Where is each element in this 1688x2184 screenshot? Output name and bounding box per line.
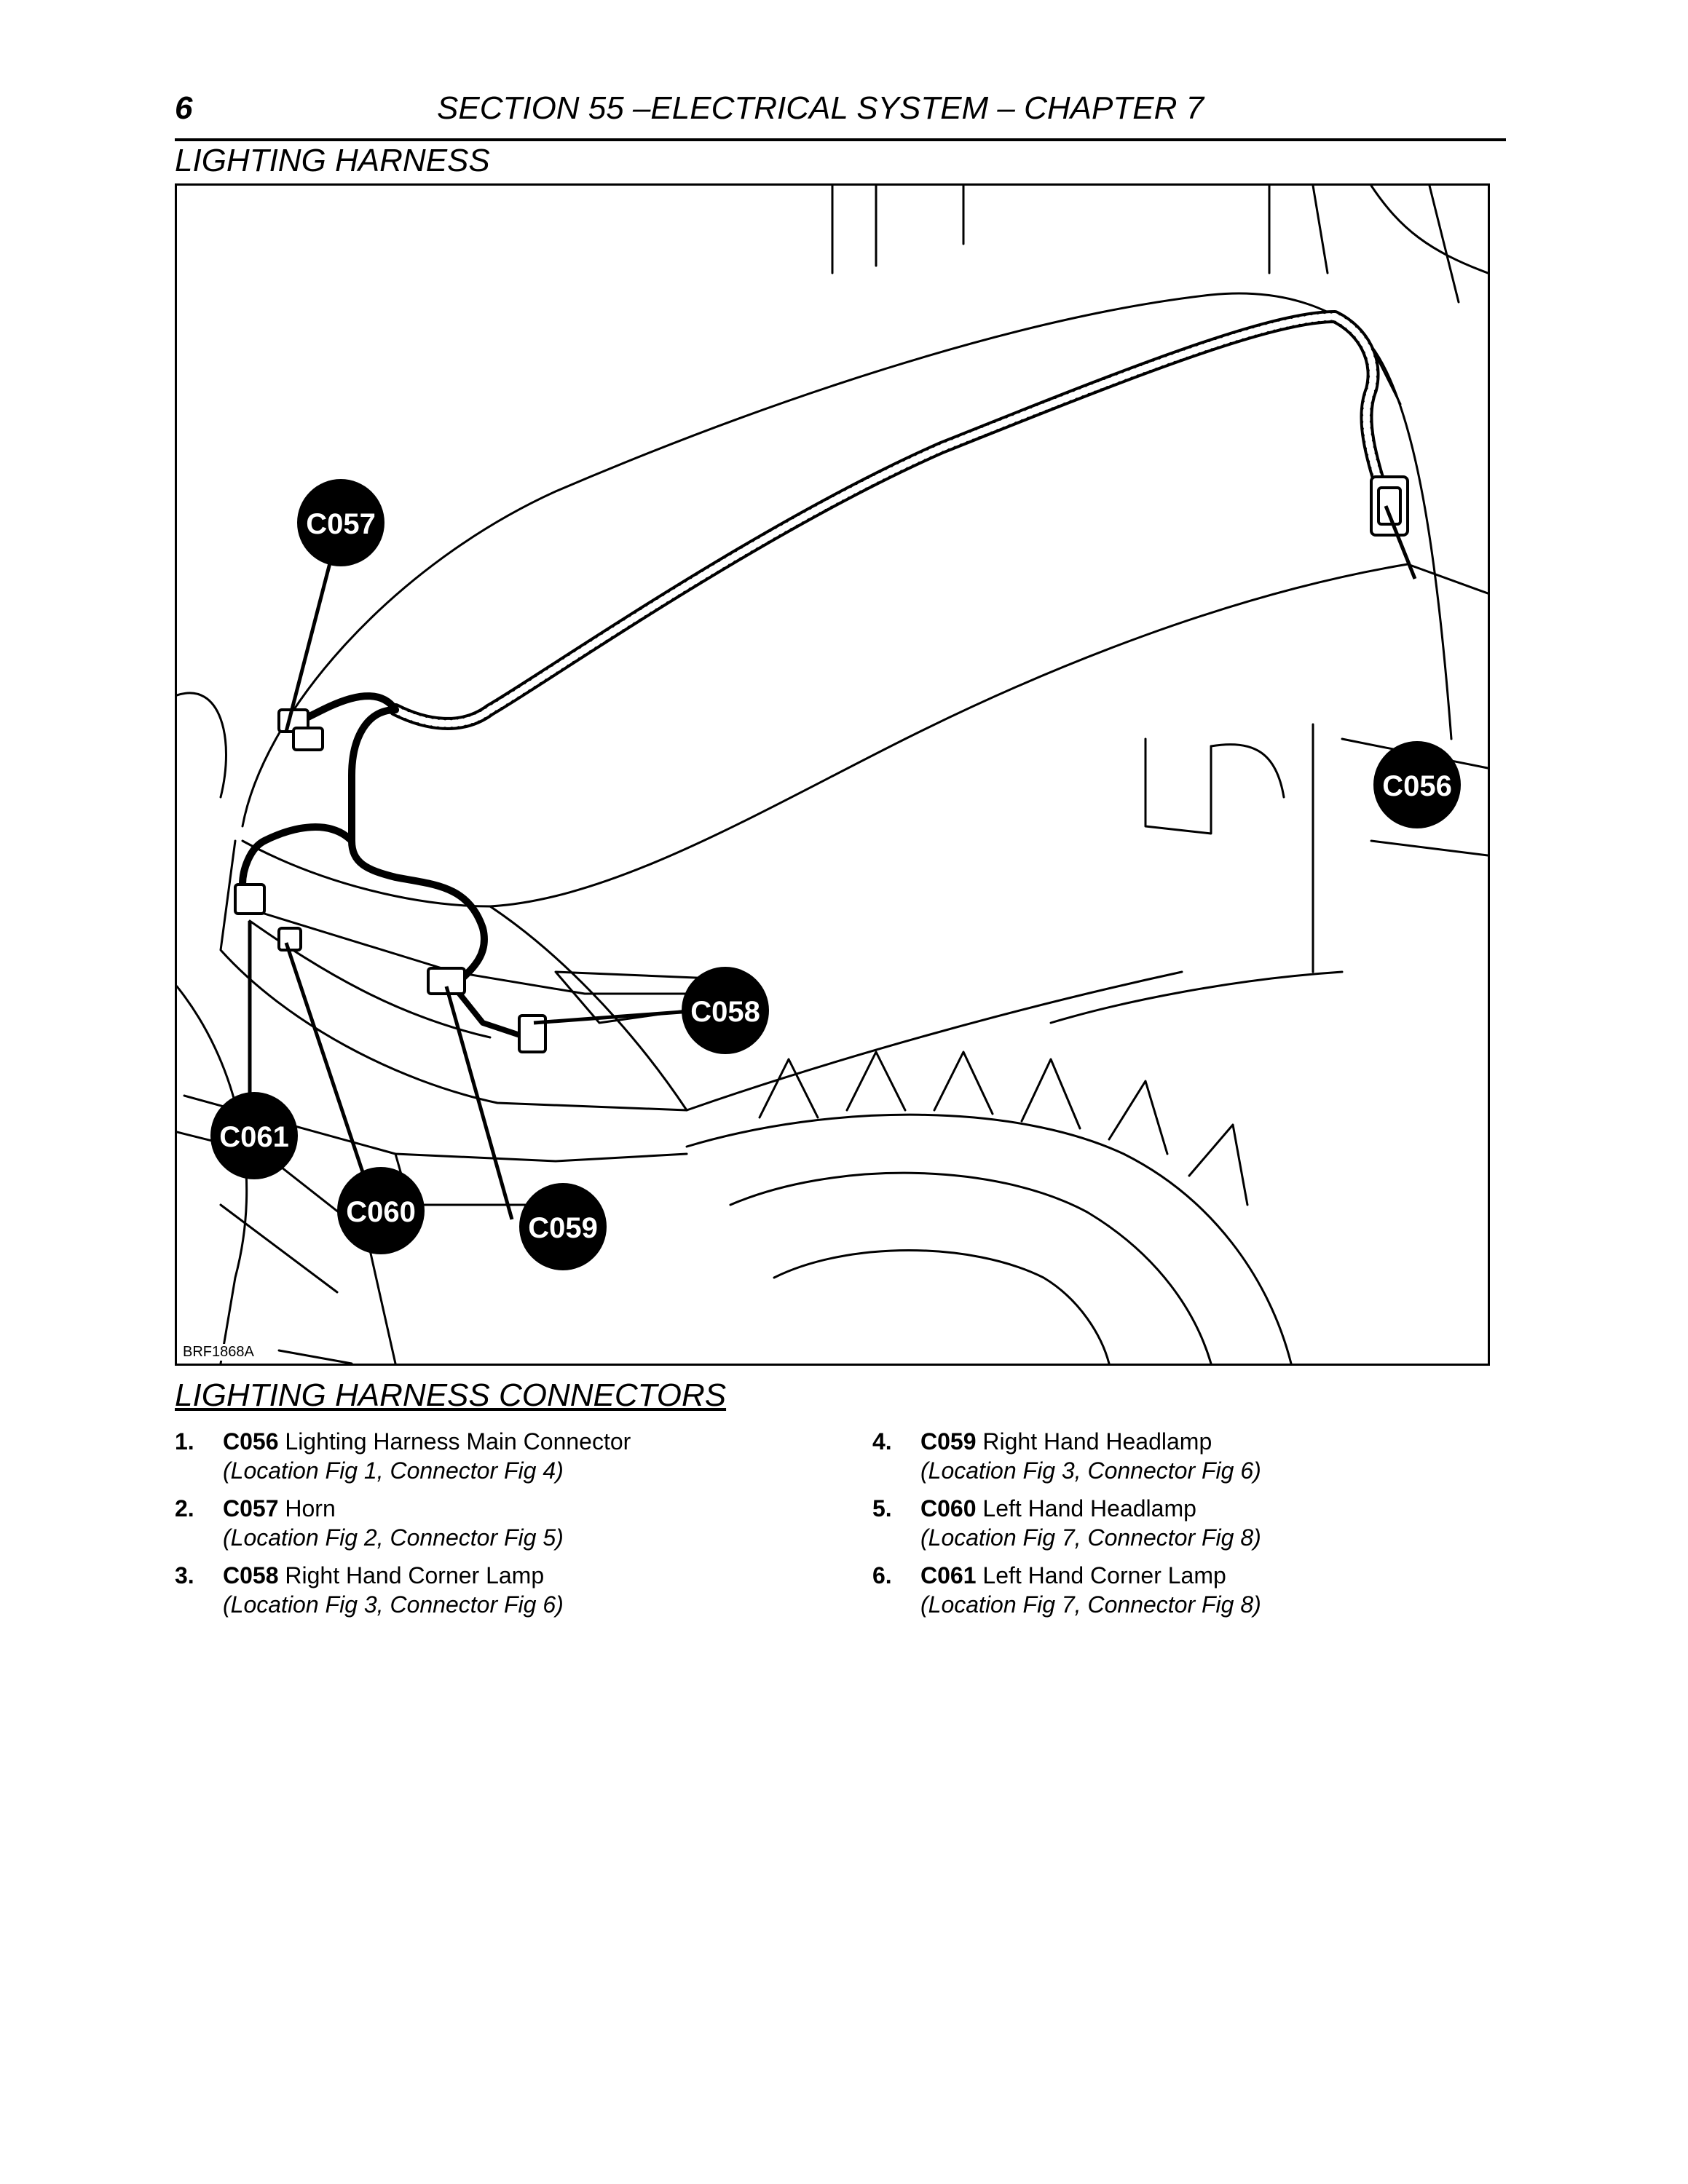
lighting-harness-figure: C057 C056 C058 C061 C060 C059 BRF1868A xyxy=(175,183,1490,1366)
callout-c059: C059 xyxy=(519,1183,607,1270)
item-location: (Location Fig 7, Connector Fig 8) xyxy=(920,1591,1261,1618)
list-item: 2. C057 Horn (Location Fig 2, Connector … xyxy=(175,1494,830,1552)
item-location: (Location Fig 3, Connector Fig 6) xyxy=(223,1591,564,1618)
callout-c061: C061 xyxy=(210,1092,298,1179)
callout-c061-label: C061 xyxy=(219,1121,289,1153)
callout-c056-label: C056 xyxy=(1382,770,1452,802)
item-name: Right Hand Headlamp xyxy=(982,1428,1212,1455)
page-number: 6 xyxy=(175,90,193,126)
wiring-harness xyxy=(239,310,1400,1040)
item-name: Horn xyxy=(285,1495,336,1522)
item-location: (Location Fig 3, Connector Fig 6) xyxy=(920,1457,1261,1484)
item-code: C060 xyxy=(920,1495,977,1522)
item-location: (Location Fig 7, Connector Fig 8) xyxy=(920,1524,1261,1551)
item-name: Left Hand Corner Lamp xyxy=(982,1562,1226,1588)
list-item: 4. C059 Right Hand Headlamp (Location Fi… xyxy=(872,1427,1528,1485)
list-item: 1. C056 Lighting Harness Main Connector … xyxy=(175,1427,830,1485)
item-number: 2. xyxy=(175,1495,194,1522)
callout-c058: C058 xyxy=(682,967,769,1054)
callout-c060-label: C060 xyxy=(346,1196,416,1228)
harness-illustration: C057 C056 C058 C061 C060 C059 xyxy=(177,186,1488,1364)
connector-list-right: 4. C059 Right Hand Headlamp (Location Fi… xyxy=(872,1427,1528,1628)
item-name: Left Hand Headlamp xyxy=(982,1495,1196,1522)
leader-lines xyxy=(248,505,1417,1220)
callout-c060: C060 xyxy=(337,1167,425,1254)
item-location: (Location Fig 1, Connector Fig 4) xyxy=(223,1457,564,1484)
item-number: 6. xyxy=(872,1562,892,1588)
section-title: LIGHTING HARNESS xyxy=(175,143,490,178)
callout-c058-label: C058 xyxy=(690,996,760,1028)
item-code: C061 xyxy=(920,1562,977,1588)
connector-list-left: 1. C056 Lighting Harness Main Connector … xyxy=(175,1427,830,1628)
item-number: 3. xyxy=(175,1562,194,1588)
item-number: 1. xyxy=(175,1428,194,1455)
callout-c057: C057 xyxy=(297,479,384,566)
list-item: 6. C061 Left Hand Corner Lamp (Location … xyxy=(872,1561,1528,1619)
connector-bodies xyxy=(234,475,1409,1053)
list-title: LIGHTING HARNESS CONNECTORS xyxy=(175,1377,727,1413)
list-item: 5. C060 Left Hand Headlamp (Location Fig… xyxy=(872,1494,1528,1552)
item-location: (Location Fig 2, Connector Fig 5) xyxy=(223,1524,564,1551)
item-code: C059 xyxy=(920,1428,977,1455)
header-rule xyxy=(175,138,1506,141)
callout-c059-label: C059 xyxy=(528,1212,598,1244)
item-number: 4. xyxy=(872,1428,892,1455)
callout-c056: C056 xyxy=(1373,741,1461,828)
item-number: 5. xyxy=(872,1495,892,1522)
item-code: C058 xyxy=(223,1562,279,1588)
item-code: C057 xyxy=(223,1495,279,1522)
page-header: SECTION 55 –ELECTRICAL SYSTEM – CHAPTER … xyxy=(437,90,1204,126)
item-name: Lighting Harness Main Connector xyxy=(285,1428,631,1455)
item-code: C056 xyxy=(223,1428,279,1455)
list-item: 3. C058 Right Hand Corner Lamp (Location… xyxy=(175,1561,830,1619)
callout-c057-label: C057 xyxy=(306,508,376,540)
item-name: Right Hand Corner Lamp xyxy=(285,1562,545,1588)
figure-id: BRF1868A xyxy=(183,1344,254,1361)
